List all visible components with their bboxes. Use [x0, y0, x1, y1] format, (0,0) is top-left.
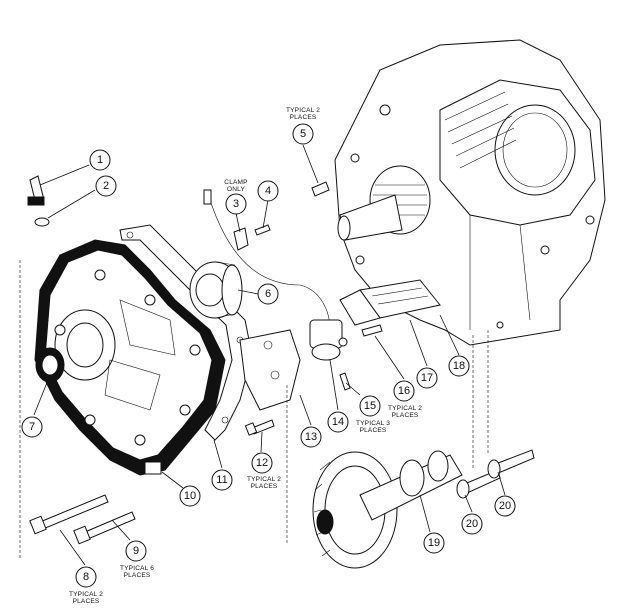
- note-typical-2-part-12: TYPICAL 2 PLACES: [247, 476, 281, 490]
- leader-lines: [19, 144, 506, 566]
- engine-block: [334, 39, 606, 346]
- callout-10: 10: [179, 485, 201, 507]
- callout-8: 8: [75, 566, 97, 588]
- callout-12: 12: [251, 452, 273, 474]
- svg-text:TYPICAL 2: TYPICAL 2: [247, 476, 281, 483]
- svg-text:CLAMP: CLAMP: [224, 179, 247, 186]
- crankcase-cover: [34, 239, 226, 476]
- svg-text:PLACES: PLACES: [124, 572, 151, 579]
- svg-text:PLACES: PLACES: [73, 598, 100, 605]
- callout-9: 9: [125, 540, 147, 562]
- svg-text:14: 14: [332, 416, 344, 428]
- svg-text:19: 19: [428, 537, 440, 549]
- svg-text:TYPICAL 3: TYPICAL 3: [356, 420, 390, 427]
- callout-4: 4: [257, 180, 279, 202]
- callout-6: 6: [257, 283, 279, 305]
- svg-text:TYPICAL 6: TYPICAL 6: [120, 565, 154, 572]
- svg-text:16: 16: [398, 385, 410, 397]
- callout-14: 14: [327, 411, 349, 433]
- camshaft: [312, 450, 463, 569]
- note-clamp-only: CLAMP ONLY: [224, 179, 247, 193]
- svg-text:10: 10: [184, 490, 196, 502]
- svg-text:20: 20: [499, 500, 511, 512]
- callout-20-right: 20: [494, 495, 516, 517]
- clamp: [233, 227, 249, 251]
- callout-17: 17: [416, 367, 438, 389]
- callout-3: 3: [225, 193, 247, 215]
- sensor-assembly: [209, 199, 348, 361]
- note-typical-2-part-5: TYPICAL 2 PLACES: [286, 107, 320, 121]
- svg-text:5: 5: [300, 128, 306, 140]
- note-typical-3-part-14: TYPICAL 3 PLACES: [356, 420, 390, 434]
- bolts: [29, 181, 383, 545]
- note-typical-2-part-8: TYPICAL 2 PLACES: [69, 591, 103, 605]
- callout-15: 15: [359, 395, 381, 417]
- svg-text:13: 13: [305, 431, 317, 443]
- breather-fitting: [27, 175, 50, 227]
- svg-text:8: 8: [83, 571, 89, 583]
- wire-connector: [203, 189, 212, 205]
- callout-7: 7: [21, 416, 43, 438]
- bearing: [189, 261, 243, 319]
- svg-text:PLACES: PLACES: [290, 114, 317, 121]
- svg-text:3: 3: [233, 198, 239, 210]
- callout-18: 18: [448, 355, 470, 377]
- callout-2: 2: [95, 175, 117, 197]
- oil-seal: [35, 347, 65, 383]
- tappet-pins: [456, 449, 535, 499]
- svg-text:9: 9: [133, 545, 139, 557]
- svg-text:TYPICAL 2: TYPICAL 2: [388, 405, 422, 412]
- note-typical-6-part-9: TYPICAL 6 PLACES: [120, 565, 154, 579]
- note-typical-2-part-15: TYPICAL 2 PLACES: [388, 405, 422, 419]
- governor-bracket: [239, 329, 301, 411]
- callout-16: 16: [393, 380, 415, 402]
- callout-11: 11: [211, 469, 233, 491]
- callout-5: 5: [292, 123, 314, 145]
- svg-text:TYPICAL 2: TYPICAL 2: [69, 591, 103, 598]
- svg-text:15: 15: [364, 400, 376, 412]
- svg-text:6: 6: [265, 288, 271, 300]
- callout-19: 19: [423, 532, 445, 554]
- svg-text:12: 12: [256, 457, 268, 469]
- callout-1: 1: [89, 149, 111, 171]
- oil-screen: [339, 279, 441, 326]
- svg-text:1: 1: [97, 154, 103, 166]
- svg-text:20: 20: [466, 518, 478, 530]
- svg-text:11: 11: [216, 474, 227, 486]
- svg-text:ONLY: ONLY: [227, 186, 245, 193]
- svg-text:PLACES: PLACES: [360, 427, 387, 434]
- svg-text:7: 7: [29, 421, 35, 433]
- svg-text:PLACES: PLACES: [251, 483, 278, 490]
- svg-text:18: 18: [453, 360, 465, 372]
- svg-text:PLACES: PLACES: [392, 412, 419, 419]
- svg-text:17: 17: [421, 372, 433, 384]
- svg-text:4: 4: [265, 185, 271, 197]
- svg-text:TYPICAL 2: TYPICAL 2: [286, 107, 320, 114]
- svg-text:2: 2: [103, 180, 109, 192]
- callout-13: 13: [300, 426, 322, 448]
- callout-20-left: 20: [461, 513, 483, 535]
